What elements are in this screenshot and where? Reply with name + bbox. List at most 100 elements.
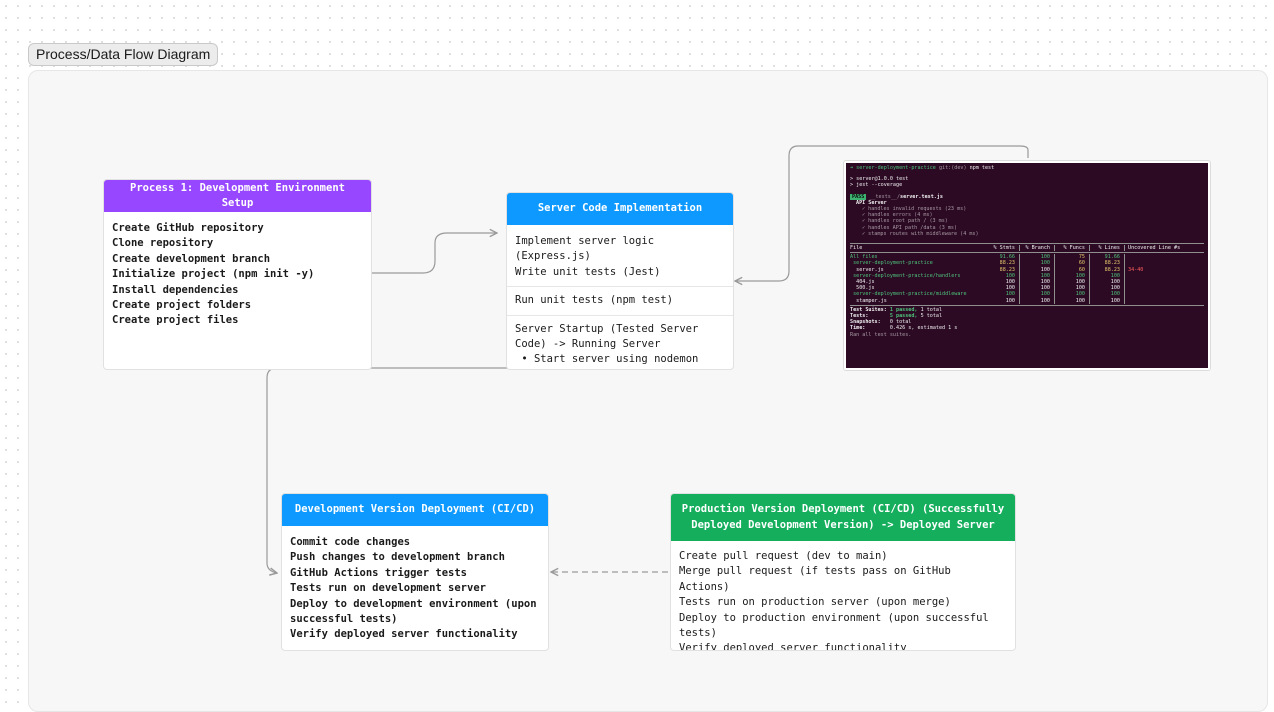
server-impl-item: Write unit tests (Jest): [515, 265, 661, 278]
terminal-table-header-cell: File: [850, 245, 863, 252]
server-impl-item: Implement server logic (Express.js): [515, 235, 661, 263]
terminal-table-cell: server-deployment-practice/middleware: [850, 291, 967, 298]
server-impl-card-title: Server Code Implementation: [537, 202, 703, 215]
prod-deploy-items: Create pull request (dev to main) Merge p…: [671, 541, 1015, 651]
terminal-table-cell: 100: [985, 279, 1020, 286]
dev-deploy-card-header: Development Version Deployment (CI/CD): [282, 494, 548, 526]
terminal-table-row: server-deployment-practice/middleware 100…: [850, 291, 1204, 298]
terminal-table-cell: 100: [1020, 272, 1055, 280]
terminal-check-line: ✓ handles invalid requests (23 ms): [862, 206, 967, 213]
terminal-screenshot[interactable]: ➜ server-deployment-practice git:(dev) n…: [843, 160, 1211, 371]
terminal-table-cell: 100: [1020, 254, 1055, 261]
terminal-table-cell: 100: [985, 285, 1020, 292]
diagram-section-label[interactable]: Process/Data Flow Diagram: [28, 43, 219, 66]
terminal-table-header-cell: % Funcs: [1055, 245, 1090, 252]
dev-deploy-item: GitHub Actions trigger tests: [290, 566, 468, 579]
dev-setup-item: Install dependencies: [112, 283, 239, 296]
prod-deploy-card[interactable]: Production Version Deployment (CI/CD) (S…: [670, 493, 1016, 651]
terminal-table-cell: [1125, 298, 1188, 304]
dev-deploy-card[interactable]: Development Version Deployment (CI/CD) C…: [281, 493, 549, 651]
terminal-table-cell: server-deployment-practice: [850, 260, 933, 267]
dev-setup-item: Create development branch: [112, 252, 271, 265]
server-impl-section: Run unit tests (npm test): [507, 287, 733, 316]
terminal-summary-line: Test Suites: 1 passed, 1 total: [850, 307, 1204, 313]
terminal-check-line: ✓ handles root path / (3 ms): [862, 218, 948, 225]
terminal-table-cell: 91.66: [985, 254, 1020, 261]
terminal-table-cell: stamper.js: [850, 297, 887, 304]
terminal-table-cell: 100: [1055, 285, 1090, 292]
terminal-summary-passed: 5 passed,: [889, 313, 918, 320]
terminal-table-cell: 100: [1090, 297, 1125, 304]
terminal-summary-label: Snapshots:: [850, 319, 887, 326]
server-impl-card-header: Server Code Implementation: [507, 193, 733, 225]
terminal-table-header-cell: Uncovered Line #s: [1128, 245, 1181, 252]
terminal-table-cell: 88.23: [985, 266, 1020, 273]
terminal-test-dir: __tests__/: [869, 193, 901, 200]
server-impl-card[interactable]: Server Code Implementation Implement ser…: [506, 192, 734, 370]
dev-deploy-item: Verify deployed server functionality: [290, 628, 518, 641]
terminal-table-cell: 100: [1090, 291, 1125, 298]
terminal-summary-rest: 5 total: [917, 313, 943, 320]
prod-deploy-item: Deploy to production environment (upon s…: [679, 611, 989, 624]
dev-deploy-card-title: Development Version Deployment (CI/CD): [294, 503, 536, 516]
terminal-prompt-dir: server-deployment-practice: [856, 165, 936, 171]
terminal-table-cell: 88.23: [985, 260, 1020, 267]
dev-setup-item: Create GitHub repository: [112, 222, 264, 234]
dev-setup-item: Create project folders: [112, 299, 252, 312]
terminal-table-cell: All files: [850, 254, 878, 261]
terminal-table-cell: 100: [1020, 260, 1055, 267]
terminal-prompt-cmd: npm test: [969, 165, 995, 171]
terminal-table-cell: 100: [1055, 272, 1090, 280]
terminal-summary-line: Snapshots: 0 total: [850, 319, 1204, 325]
terminal-table-cell: 100: [1020, 266, 1055, 273]
server-impl-item: Run unit tests (npm test): [515, 294, 674, 307]
prod-deploy-card-title: Production Version Deployment (CI/CD) (S…: [681, 503, 1005, 531]
dev-deploy-item: successful tests): [290, 613, 398, 626]
terminal-table-cell: 100: [1090, 272, 1125, 280]
prod-deploy-item: Create pull request (dev to main): [679, 550, 888, 562]
terminal-script-lines: > server@1.0.0 test> jest --coverage: [850, 176, 1204, 188]
terminal-table-cell: 60: [1055, 260, 1090, 267]
server-impl-item: • Start server using nodemon: [515, 353, 699, 366]
prod-deploy-item: Verify deployed server functionality: [679, 642, 907, 651]
dev-setup-card-title: Process 1: Development Environment Setup: [130, 181, 345, 209]
prod-deploy-card-header: Production Version Deployment (CI/CD) (S…: [671, 494, 1015, 541]
server-impl-item: Server Startup (Tested Server: [515, 322, 699, 335]
terminal-table-header-cell: % Lines: [1090, 245, 1125, 252]
terminal-footer: Ran all test suites.: [850, 331, 912, 338]
terminal-summary-rest: 0.426 s, estimated 1 s: [889, 325, 958, 332]
prod-deploy-item: Tests run on production server (upon mer…: [679, 596, 951, 609]
prod-deploy-item: tests): [679, 627, 717, 640]
terminal-table-cell: 100: [1020, 285, 1055, 292]
terminal-script-line: > jest --coverage: [850, 182, 903, 189]
terminal-table-cell: 100: [1020, 291, 1055, 298]
dev-setup-card[interactable]: Process 1: Development Environment Setup…: [103, 179, 372, 370]
terminal-table-cell: 100: [1090, 279, 1125, 286]
terminal-table-cell: server-deployment-practice/handlers: [850, 272, 961, 279]
terminal-table-cell: 100: [1020, 297, 1055, 304]
prod-deploy-item: Merge pull request (if tests pass on Git…: [679, 565, 958, 593]
terminal-summary-line: Time: 0.426 s, estimated 1 s: [850, 325, 1204, 331]
terminal-summary-label: Test Suites:: [850, 306, 887, 313]
server-impl-section: Implement server logic (Express.js) Write…: [507, 225, 733, 288]
dev-setup-card-header: Process 1: Development Environment Setup: [104, 180, 371, 212]
terminal-prompt: ➜ server-deployment-practice git:(dev) n…: [850, 165, 995, 171]
terminal-table-cell: 100: [1055, 279, 1090, 286]
terminal-table-header-cell: % Stmts: [985, 245, 1020, 252]
terminal-table-cell: 100: [985, 297, 1020, 304]
dev-setup-item: Clone repository: [112, 237, 214, 250]
terminal-table-cell: 75: [1055, 254, 1090, 261]
terminal-table-cell: 100: [1055, 297, 1090, 304]
terminal-table-cell: 34-40: [1128, 266, 1144, 273]
terminal-script-line: > server@1.0.0 test: [850, 176, 909, 183]
terminal-summary-passed: 1 passed,: [889, 306, 918, 313]
